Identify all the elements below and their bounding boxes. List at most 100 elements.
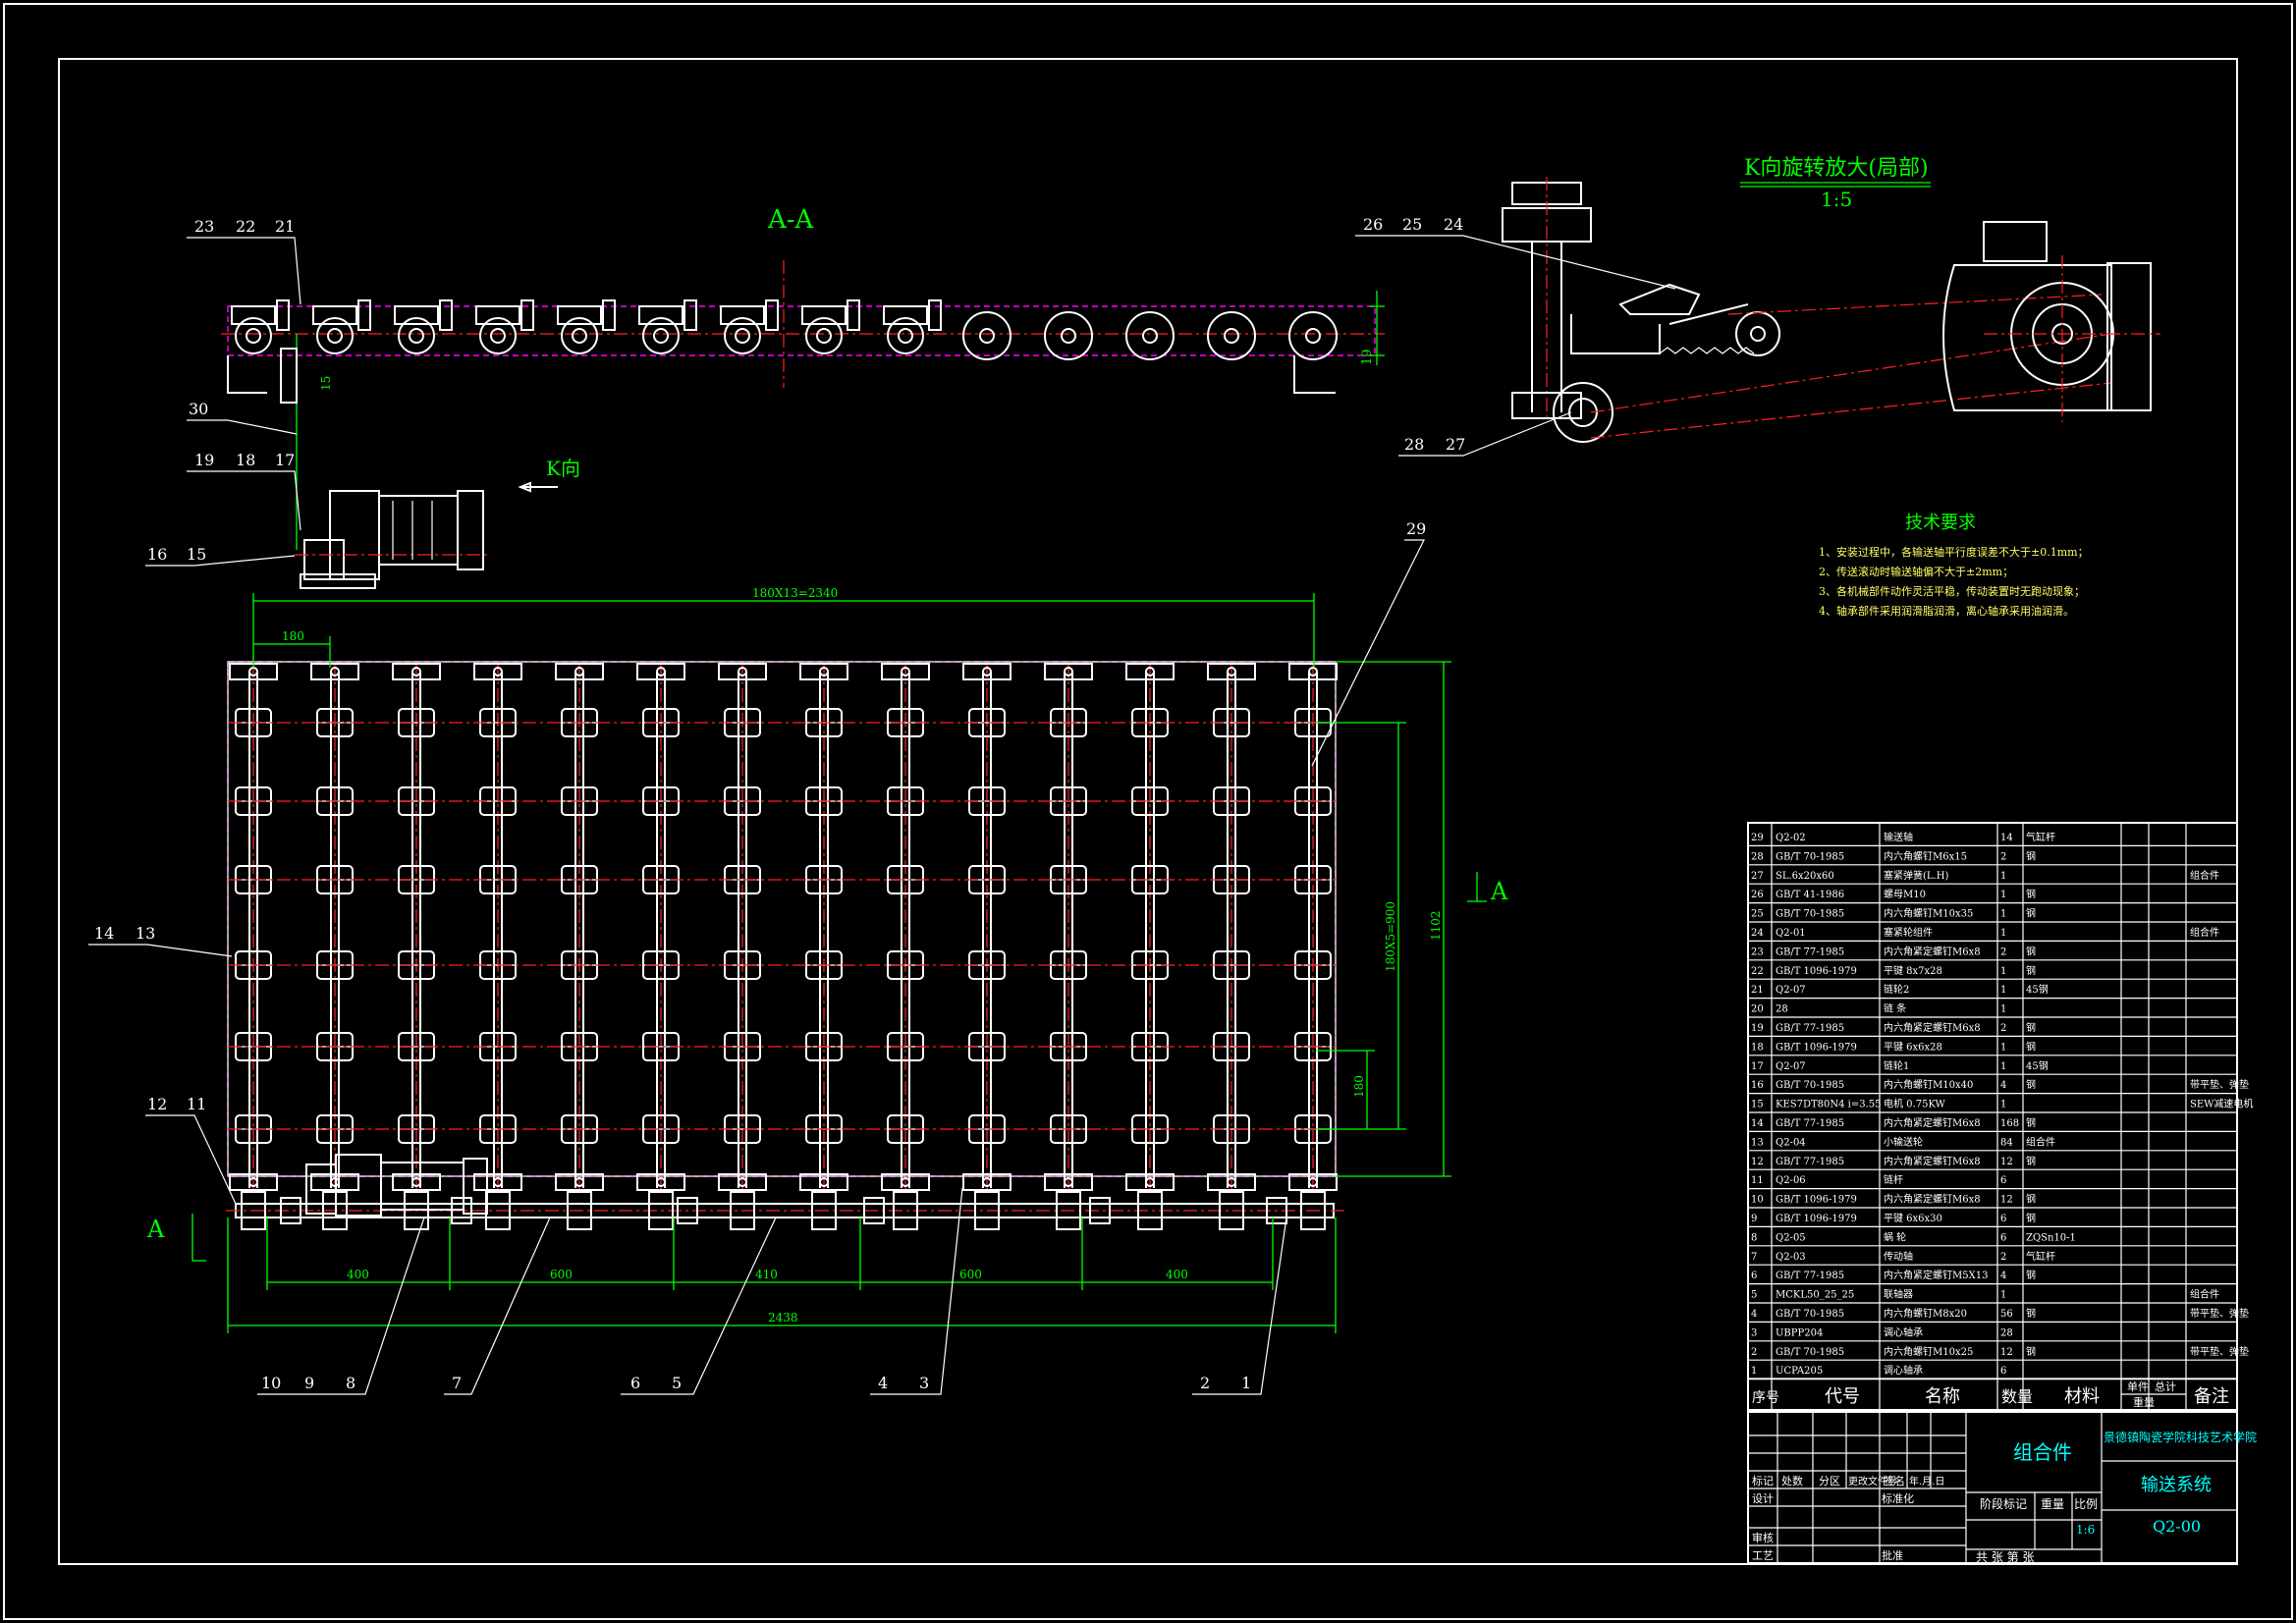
bom-cell: 带平垫、弹垫 <box>2190 1345 2249 1358</box>
left-rail-end <box>227 355 267 394</box>
title-mark-label: 阶段标记 <box>1980 1496 2027 1511</box>
balloon-22: 22 <box>236 217 255 236</box>
tech-note-1: 1、安装过程中，各输送轴平行度误差不大于±0.1mm； <box>1819 545 2089 559</box>
bom-cell: 12 <box>1751 1157 1764 1167</box>
dim-bottom-label: 600 <box>550 1268 573 1281</box>
bom-cell: 168 <box>2000 1118 2019 1129</box>
bom-cell: 4 <box>2000 1271 2006 1281</box>
bom-cell: 钢 <box>2026 1116 2036 1129</box>
plan-view: 180X13=2340 180 1102 180X5=900 180 2438 … <box>146 586 1508 1333</box>
bom-header-code: 代号 <box>1825 1386 1860 1407</box>
sign-label-design: 设计 <box>1752 1492 1774 1505</box>
balloon-8: 8 <box>346 1374 355 1392</box>
side-roller <box>883 299 942 354</box>
bom-grid <box>1747 823 2238 1410</box>
bom-cell: GB/T 70-1985 <box>1776 1347 1844 1358</box>
bom-cell: Q2-01 <box>1776 928 1806 939</box>
bom-cell: 1 <box>2000 966 2006 977</box>
bom-cell: 3 <box>1751 1327 1757 1338</box>
tech-note-2: 2、传送滚动时输送轴偏不大于±2mm； <box>1819 565 2013 578</box>
bom-cell: 调心轴承 <box>1884 1325 1923 1338</box>
dim-bottom-label: 400 <box>1166 1268 1188 1281</box>
bom-cell: 内六角紧定螺钉M6x8 <box>1884 1116 1981 1129</box>
detail-title: K向旋转放大(局部) <box>1744 156 1929 181</box>
sign-label-process: 工艺 <box>1752 1549 1774 1562</box>
bom-cell: 钢 <box>2026 1307 2036 1320</box>
bom-cell: 小输送轮 <box>1884 1135 1923 1148</box>
roller-column <box>310 663 359 1196</box>
bom-cell: 螺母M10 <box>1884 889 1926 900</box>
bom-cell: 钢 <box>2026 907 2036 920</box>
bom-cell: 24 <box>1751 928 1764 939</box>
side-roller <box>801 299 860 354</box>
bom-cell: 链 条 <box>1884 1002 1906 1015</box>
bom-cell: 14 <box>1751 1118 1764 1129</box>
bom-header-total: 总计 <box>2155 1380 2176 1393</box>
bom-cell: 45钢 <box>2026 983 2049 996</box>
bom-header-name: 名称 <box>1925 1386 1960 1407</box>
bom-cell: Q2-03 <box>1776 1252 1806 1263</box>
balloon-1: 1 <box>1241 1374 1251 1392</box>
bom-cell: 带平垫、弹垫 <box>2190 1307 2249 1320</box>
dim-pitch: 180 <box>282 629 304 643</box>
balloon-19: 19 <box>194 451 214 469</box>
bom-cell: 12 <box>2000 1157 2013 1167</box>
part-balloons: 23 22 21 30 19 18 17 16 15 26 25 24 28 2… <box>88 215 1676 1395</box>
rev-label-5: 签名 <box>1884 1474 1905 1488</box>
bom-cell: 1 <box>2000 890 2006 900</box>
bom-cell: 10 <box>1751 1195 1764 1206</box>
balloon-11: 11 <box>187 1095 206 1113</box>
dim-end-pitch: 180 <box>1352 1075 1366 1098</box>
bom-cell: 链杆 <box>1884 1173 1903 1186</box>
balloon-26: 26 <box>1363 215 1383 234</box>
bom-cell: 1 <box>2000 928 2006 939</box>
bom-cell: 带平垫、弹垫 <box>2190 1078 2249 1091</box>
bom-cell: 电机 0.75KW <box>1884 1098 1946 1110</box>
bom-cell: GB/T 77-1985 <box>1776 1118 1844 1129</box>
balloon-17: 17 <box>275 451 295 469</box>
bom-cell: UBPP204 <box>1776 1327 1823 1338</box>
section-view-a-a: A-A 19 15 <box>221 205 1385 550</box>
bom-cell: GB/T 41-1986 <box>1776 890 1844 900</box>
section-mark-right: A <box>1490 878 1508 905</box>
bom-cell: Q2-02 <box>1776 833 1806 843</box>
rev-label-3: 分区 <box>1819 1475 1840 1488</box>
bom-header-mat: 材料 <box>2064 1386 2100 1407</box>
bom-cell: 6 <box>2000 1366 2006 1377</box>
bom-cell: 4 <box>1751 1309 1757 1320</box>
balloon-2: 2 <box>1200 1374 1210 1392</box>
dim-offset-label: 15 <box>319 376 333 391</box>
bom-cell: 组合件 <box>2190 869 2219 882</box>
bom-cell: 16 <box>1751 1080 1764 1091</box>
bom-cell: 26 <box>1751 890 1764 900</box>
bom-cell: 组合件 <box>2026 1135 2055 1148</box>
balloon-3: 3 <box>919 1374 929 1392</box>
dim-width-inner: 180X5=900 <box>1384 901 1397 972</box>
bom-cell: 22 <box>1751 966 1764 977</box>
bom-cell: 12 <box>2000 1347 2013 1358</box>
rev-label-1: 标记 <box>1752 1474 1774 1488</box>
bom-cell: 输送轴 <box>1884 831 1913 843</box>
balloon-24: 24 <box>1444 215 1463 234</box>
bom-header-qty: 数量 <box>2001 1387 2033 1406</box>
balloon-27: 27 <box>1446 435 1465 454</box>
bom-row: 14 GB/T 77-1985 内六角紧定螺钉M6x8 168 钢 <box>1751 1116 2036 1129</box>
bom-cell: 1 <box>1751 1366 1757 1377</box>
bom-cell: 29 <box>1751 833 1764 843</box>
bom-cell: GB/T 77-1985 <box>1776 947 1844 957</box>
roller-column <box>1207 663 1256 1196</box>
dim-bottom-label: 400 <box>347 1268 369 1281</box>
rev-label-2: 处数 <box>1781 1475 1803 1488</box>
bom-cell: 1 <box>2000 1290 2006 1301</box>
sign-label-standard: 标准化 <box>1882 1491 1914 1505</box>
bom-cell: 1 <box>2000 871 2006 882</box>
bom-cell: 4 <box>2000 1080 2006 1091</box>
